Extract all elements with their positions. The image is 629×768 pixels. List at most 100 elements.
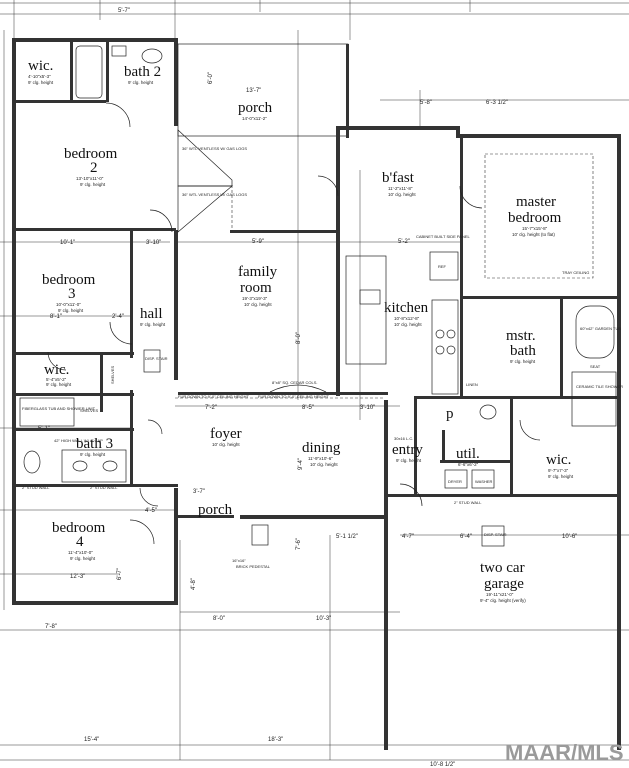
bath3-tub [19, 397, 75, 427]
room-bath-2: bath 2 [124, 64, 161, 80]
room-bedroom-4-num: 4 [76, 534, 84, 550]
dim-v-5: 4'-8" [191, 578, 197, 590]
note-ref: REF [438, 264, 447, 269]
fireplace-1 [177, 129, 233, 187]
room-kitchen: kitchen [384, 300, 429, 316]
note-column: 8"x8" SQ. CEDAR COLS. [272, 380, 318, 385]
room-wic-2: wic. [44, 362, 69, 378]
room-wic-1: wic. [28, 58, 53, 74]
door-bed3 [109, 321, 133, 345]
room-mbath-clg: 9' clg. height [510, 359, 536, 364]
dim-left-3: 8'-1" [50, 314, 62, 320]
bath3-vanity [61, 449, 127, 483]
plan-notes: 36" WTL VENTLESS W/ GAS LOGS 36" WTL VEN… [22, 146, 623, 569]
room-dining-size: 11'-9"x10'-6" [308, 456, 333, 461]
room-bath-3-clg: 9' clg. height [80, 452, 106, 457]
washer [471, 469, 495, 489]
note-wall-cab: 42" HIGH WALL W/ 4" CAP [54, 438, 103, 443]
dim-low-3: 12'-3" [70, 574, 85, 580]
dim-low-10: 7'-8" [45, 624, 57, 630]
room-wic-1-clg: 9' clg. height [28, 80, 54, 85]
room-wic-3-size: 9'-7"x7'-3" [548, 468, 569, 473]
note-stud-1: 2" STUD WALL [22, 485, 50, 490]
bath3-toilet [23, 450, 41, 474]
hall-stair [143, 349, 161, 373]
note-base: 30x16 L.C. [394, 436, 413, 441]
dim-mid-1: 5'-9" [252, 239, 264, 245]
dim-v-4: 7'-6" [296, 538, 302, 550]
dim-low-4: 8'-0" [213, 616, 225, 622]
note-beam-2: FUR DOWN TO 9'-0" CEILING HEIGHT [258, 394, 329, 399]
dim-v-6: 6'-7" [117, 568, 123, 580]
dim-bot-1: 15'-4" [84, 737, 99, 743]
room-bedroom-3-clg: 9' clg. height [58, 308, 84, 313]
room-util: util. [456, 446, 480, 462]
range-burner-1 [435, 329, 445, 339]
room-bedroom-4-size: 11'-4"x10'-0" [68, 550, 93, 555]
note-shelves-1: SHELVES [80, 408, 98, 413]
dim-low-8: 10'-6" [562, 534, 577, 540]
ceiling-lines [175, 153, 594, 399]
door-swings [47, 102, 541, 545]
dim-bot-3: 10'-8 1/2" [430, 762, 455, 768]
room-hall: hall [140, 306, 163, 322]
dim-v-2: 8'-0" [296, 332, 302, 344]
door-bed2 [149, 209, 173, 233]
door-bath3 [139, 487, 159, 507]
note-brick-dim: 16"x16" [232, 558, 246, 563]
room-wic-1-size: 4'-10"x5'-3" [28, 74, 51, 79]
room-util-size: 6'-6"x6'-2" [458, 462, 479, 467]
room-master-size: 15'-7"x15'-8" [522, 226, 548, 231]
door-master [459, 185, 483, 209]
note-stair-1: DISP. STAIR [145, 356, 168, 361]
room-family: family [238, 264, 278, 280]
room-porch-rear: porch [238, 100, 273, 116]
note-fireplace-1: 36" WTL VENTLESS W/ GAS LOGS [182, 146, 247, 151]
room-master-2: bedroom [508, 210, 562, 226]
room-garage-2: garage [484, 576, 524, 592]
dim-top-4: 5'-8" [420, 100, 432, 106]
dim-v-1: 6'-0" [208, 72, 214, 84]
dim-left-2: 3'-10" [146, 240, 161, 246]
room-bath-2-clg: 9' clg. height [128, 80, 154, 85]
note-fireplace-2: 36" WTL VENTLESS W/ GAS LOGS [182, 192, 247, 197]
master-toilet [479, 404, 497, 420]
note-beam-1: FUR DOWN TO 9'-0" CEILING HEIGHT [178, 394, 249, 399]
interior-walls [16, 42, 617, 496]
room-kitchen-clg: 10' clg. height [394, 322, 422, 327]
fixtures [19, 45, 617, 547]
room-hall-clg: 9' clg. height [140, 322, 166, 327]
dim-low-1: 3'-7" [193, 489, 205, 495]
room-foyer: foyer [210, 426, 242, 442]
note-stud-2: 2" STUD WALL [90, 485, 118, 490]
tile-shower [571, 371, 617, 427]
dim-left-5: 2'-4" [112, 314, 124, 320]
door-wic3 [519, 419, 541, 441]
note-washer: WASHER [475, 479, 493, 484]
room-wic-3-clg: 9' clg. height [548, 474, 574, 479]
room-family-clg: 10' clg. height [244, 302, 272, 307]
dim-bot-2: 18'-3" [268, 737, 283, 743]
bath3-sink-1 [72, 460, 88, 472]
room-labels: wic. 4'-10"x5'-3" 9' clg. height bath 2 … [28, 58, 574, 603]
room-family-2: room [240, 280, 272, 296]
dim-mid-2: 5'-2" [398, 239, 410, 245]
dim-low-2: 4'-5" [145, 508, 157, 514]
note-tub: 60"x42" GARDEN TUB [580, 326, 621, 331]
dim-left-1: 10'-1" [60, 240, 75, 246]
kitchen-counter [431, 299, 459, 395]
room-master: master [516, 194, 556, 210]
note-shelves-2: SHELVES [110, 366, 115, 384]
note-stud-3: 2" STUD WALL [454, 500, 482, 505]
brick-pedestal [251, 524, 269, 546]
room-bedroom-2-size: 13'-10"x11'-0" [76, 176, 104, 181]
watermark: MAAR/MLS [505, 740, 624, 765]
bath2-sink [141, 48, 163, 64]
dim-mid-5: 3'-10" [360, 405, 375, 411]
room-pantry: p [446, 406, 454, 422]
door-bfast [317, 175, 339, 197]
dryer [444, 469, 468, 489]
range-burner-2 [446, 329, 456, 339]
dim-top-1: 5'-7" [118, 8, 130, 14]
